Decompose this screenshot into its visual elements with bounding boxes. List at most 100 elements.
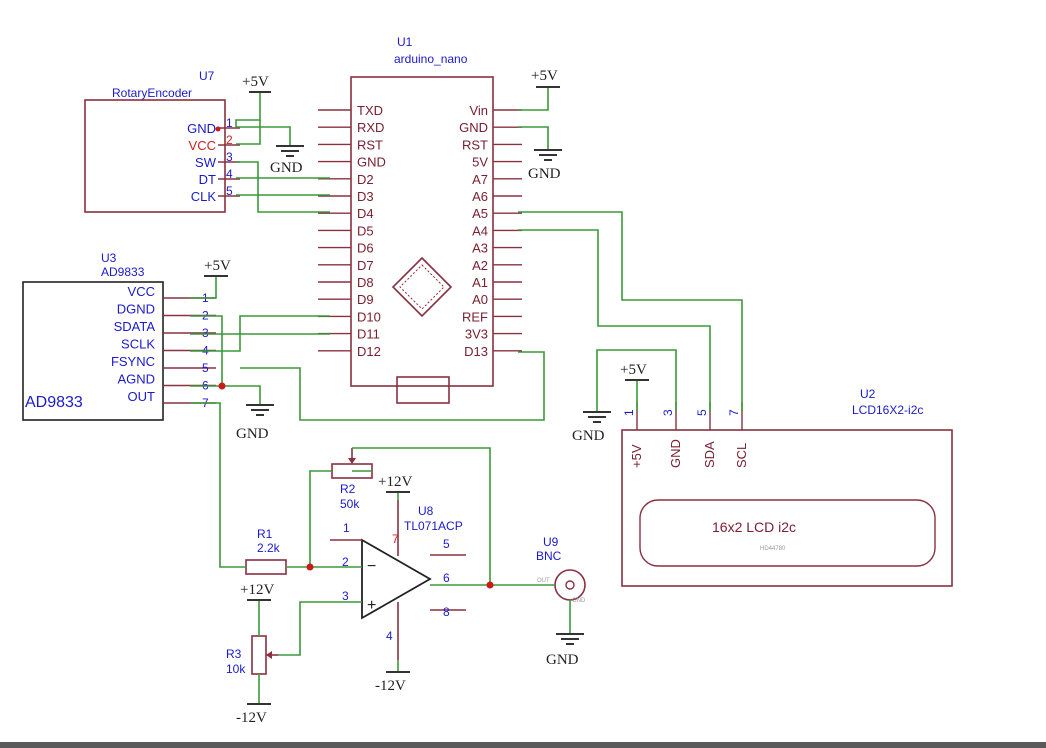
u8-pin-3: 3 <box>342 589 349 603</box>
u2-pin-number: 5 <box>695 409 709 416</box>
u1-left-pin-d8: D8 <box>357 275 374 290</box>
u7-pin-label-gnd: GND <box>187 121 216 136</box>
u1-right-pin-ref: REF <box>462 309 488 324</box>
u9-value: BNC <box>536 549 562 563</box>
r3-value: 10k <box>226 662 246 676</box>
u7-pin-number: 1 <box>226 116 233 130</box>
u3-value: AD9833 <box>101 265 145 279</box>
u1-right-pin-a4: A4 <box>472 223 488 238</box>
u1-left-pin-rxd: RXD <box>357 120 384 135</box>
u7-pin-label-clk: CLK <box>191 189 217 204</box>
u8-ref: U8 <box>418 504 434 518</box>
u3-pin-number: 3 <box>202 326 209 340</box>
u7-pin-label-dt: DT <box>199 172 216 187</box>
u1-right-pin-a0: A0 <box>472 292 488 307</box>
gnd-icon <box>534 149 562 161</box>
u3-body-label: AD9833 <box>25 394 83 411</box>
usb-connector-icon <box>396 376 450 404</box>
u7-pin-label-sw: SW <box>195 155 217 170</box>
u8-pin-7: 7 <box>392 532 399 546</box>
u2-pin-label-5v: +5V <box>629 444 644 468</box>
gnd-icon <box>246 404 274 416</box>
gnd-icon <box>276 145 304 157</box>
u8-value: TL071ACP <box>404 519 463 533</box>
u1-left-pin-d4: D4 <box>357 206 374 221</box>
gnd-icon <box>556 633 584 645</box>
gnd-label-bnc: GND <box>546 652 579 668</box>
u1-right-pin-3v3: 3V3 <box>465 327 488 342</box>
u1-left-pin-d12: D12 <box>357 344 381 359</box>
u9-pin-gnd: GND <box>572 598 586 604</box>
u8-pin-4: 4 <box>386 629 393 643</box>
u3-pin-label-out: OUT <box>128 389 156 404</box>
power-symbols: +5V GND +5V GND +5V GND +5V <box>204 68 649 726</box>
u1-right-pin-a3: A3 <box>472 241 488 256</box>
opamp-minus-sign: − <box>367 558 376 575</box>
u3-pin-label-vcc: VCC <box>128 284 155 299</box>
u1-left-pin-gnd: GND <box>357 155 386 170</box>
u7-pin-number: 5 <box>226 184 233 198</box>
r1-ref: R1 <box>257 527 273 541</box>
pwr-neg12v-r3: -12V <box>236 710 267 726</box>
u1-left-pin-d9: D9 <box>357 292 374 307</box>
opamp-plus-sign: + <box>367 597 376 614</box>
bnc-connector-u9: U9 BNC OUT GND <box>536 535 586 604</box>
u1-right-pin-d13: D13 <box>464 344 488 359</box>
u2-pin-number: 1 <box>622 409 636 416</box>
opamp-u8: − + U8 TL071ACP 1 2 3 4 5 6 7 8 <box>330 500 466 660</box>
r1-value: 2.2k <box>257 541 281 555</box>
u3-ref: U3 <box>101 251 117 265</box>
u7-pin-label-vcc: VCC <box>189 138 216 153</box>
u1-left-pin-d5: D5 <box>357 223 374 238</box>
u1-left-pin-d2: D2 <box>357 172 374 187</box>
u7-ref: U7 <box>199 69 215 83</box>
lcd-display-subtext: HD44780 <box>760 546 786 552</box>
u1-left-pin-d3: D3 <box>357 189 374 204</box>
u1-right-pin-a5: A5 <box>472 206 488 221</box>
u1-right-pin-a6: A6 <box>472 189 488 204</box>
pwr-neg12v-opamp: -12V <box>375 678 406 694</box>
u2-pin-label-sda: SDA <box>702 441 717 468</box>
u1-left-pin-d10: D10 <box>357 309 381 324</box>
wires <box>190 87 743 704</box>
u1-right-pin-gnd: GND <box>459 120 488 135</box>
u3-pin-label-agnd: AGND <box>117 372 155 387</box>
u7-value: RotaryEncoder <box>112 86 192 100</box>
resistor-r1: R1 2.2k <box>245 527 287 575</box>
gnd-label-lcd: GND <box>572 428 605 444</box>
u2-pin-label-gnd: GND <box>668 439 683 468</box>
gnd-label-encoder: GND <box>270 160 303 176</box>
u8-pin-5: 5 <box>443 537 450 551</box>
lcd-u2: U2 LCD16X2-i2c 16x2 LCD i2c HD44780 1+5V… <box>621 387 953 587</box>
r3-ref: R3 <box>226 647 242 661</box>
u1-value: arduino_nano <box>394 52 468 66</box>
lcd-display-text: 16x2 LCD i2c <box>712 519 796 535</box>
u1-left-pin-d11: D11 <box>357 327 380 342</box>
u1-right-pin-a1: A1 <box>472 275 488 290</box>
u1-left-pin-d6: D6 <box>357 241 374 256</box>
pwr-12v-opamp: +12V <box>378 474 412 490</box>
u8-pin-1: 1 <box>343 521 350 535</box>
u7-pin-number: 3 <box>226 150 233 164</box>
u1-right-pin-a7: A7 <box>472 172 488 187</box>
arduino-nano-u1: U1 arduino_nano TXDRXDRSTGNDD2D3D4D5D6D7… <box>318 35 522 404</box>
u9-ref: U9 <box>543 535 559 549</box>
u1-left-pin-txd: TXD <box>357 103 383 118</box>
potentiometer-r3: R3 10k <box>226 635 278 676</box>
u8-pin-2: 2 <box>342 555 349 569</box>
u3-pin-label-fsync: FSYNC <box>111 354 155 369</box>
u2-pin-number: 3 <box>661 409 675 416</box>
u1-ref: U1 <box>397 35 413 49</box>
u1-right-pin-vin: Vin <box>469 103 488 118</box>
pwr-12v-r3: +12V <box>240 582 274 598</box>
u2-pin-label-scl: SCL <box>734 443 749 468</box>
u1-right-pin-5v: 5V <box>472 155 488 170</box>
r2-ref: R2 <box>340 482 356 496</box>
u1-right-pin-rst: RST <box>462 137 488 152</box>
u3-pin-label-sclk: SCLK <box>121 337 155 352</box>
